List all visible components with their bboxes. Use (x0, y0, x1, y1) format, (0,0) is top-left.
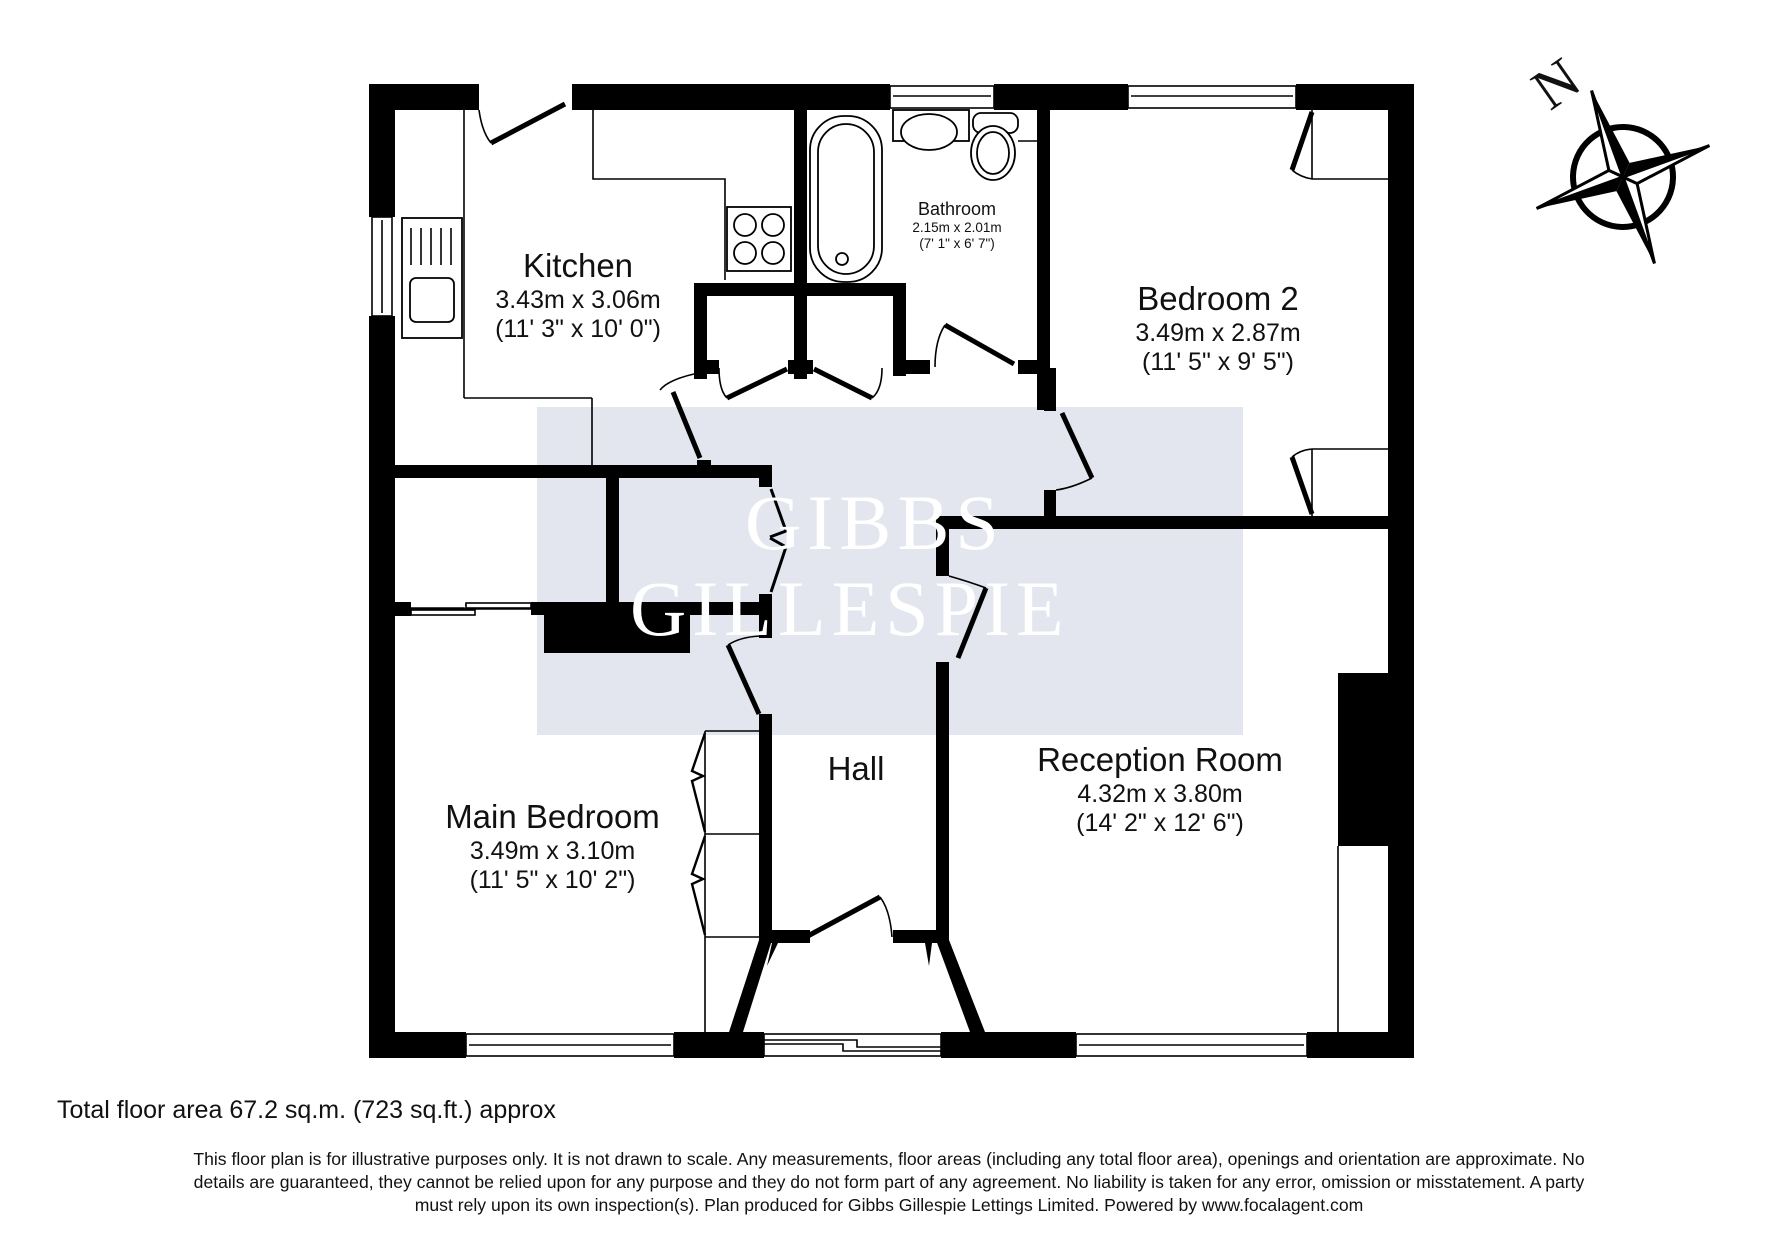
room-reception: Reception Room 4.32m x 3.80m (14' 2" x 1… (1010, 741, 1310, 839)
disclaimer: This floor plan is for illustrative purp… (44, 1148, 1734, 1217)
room-imperial-size: (11' 3" x 10' 0") (495, 315, 661, 344)
room-metric-size: 3.43m x 3.06m (495, 285, 661, 314)
room-name: Reception Room (1037, 741, 1283, 778)
watermark-line-1: Gibbs (745, 479, 1005, 566)
room-name: Hall (827, 750, 885, 787)
kitchen-area (401, 101, 792, 467)
total-floor-area: Total floor area 67.2 sq.m. (723 sq.ft.)… (57, 1096, 556, 1124)
room-bedroom-2: Bedroom 2 3.49m x 2.87m (11' 5" x 9' 5") (1108, 280, 1328, 378)
watermark-line-2: Gillespie (630, 565, 1070, 652)
room-metric-size: 3.49m x 2.87m (1135, 318, 1301, 347)
room-metric-size: 4.32m x 3.80m (1077, 779, 1243, 808)
bathroom-area (694, 109, 1050, 410)
room-hall: Hall (806, 750, 906, 789)
room-imperial-size: (14' 2" x 12' 6") (1076, 809, 1244, 838)
main-bedroom-wardrobes (690, 730, 759, 1032)
watermark-box (537, 407, 1243, 735)
room-name: Main Bedroom (445, 798, 660, 835)
windows (371, 85, 1308, 1057)
room-metric-size: 3.49m x 3.10m (469, 836, 636, 865)
room-imperial-size: (11' 5" x 10' 2") (469, 866, 636, 895)
compass-rose-icon (1535, 90, 1711, 264)
room-imperial-size: (11' 5" x 9' 5") (1142, 348, 1294, 377)
outer-walls (369, 84, 1414, 1058)
room-name: Bathroom (917, 199, 997, 219)
hall-area (395, 373, 989, 1032)
reception-chimney (1337, 673, 1388, 1032)
room-metric-size: 2.15m x 2.01m (912, 220, 1002, 236)
room-main-bedroom: Main Bedroom 3.49m x 3.10m (11' 5" x 10'… (420, 798, 685, 896)
disclaimer-line-3: must rely upon its own inspection(s). Pl… (414, 1195, 1364, 1215)
bedroom2-area (936, 110, 1388, 529)
room-kitchen: Kitchen 3.43m x 3.06m (11' 3" x 10' 0") (478, 247, 678, 345)
room-name: Kitchen (522, 247, 634, 284)
disclaimer-line-1: This floor plan is for illustrative purp… (193, 1149, 1585, 1169)
room-bathroom: Bathroom 2.15m x 2.01m (7' 1" x 6' 7") (897, 199, 1017, 251)
disclaimer-line-2: details are guaranteed, they cannot be r… (193, 1172, 1585, 1192)
room-name: Bedroom 2 (1137, 280, 1299, 317)
room-imperial-size: (7' 1" x 6' 7") (919, 235, 995, 251)
